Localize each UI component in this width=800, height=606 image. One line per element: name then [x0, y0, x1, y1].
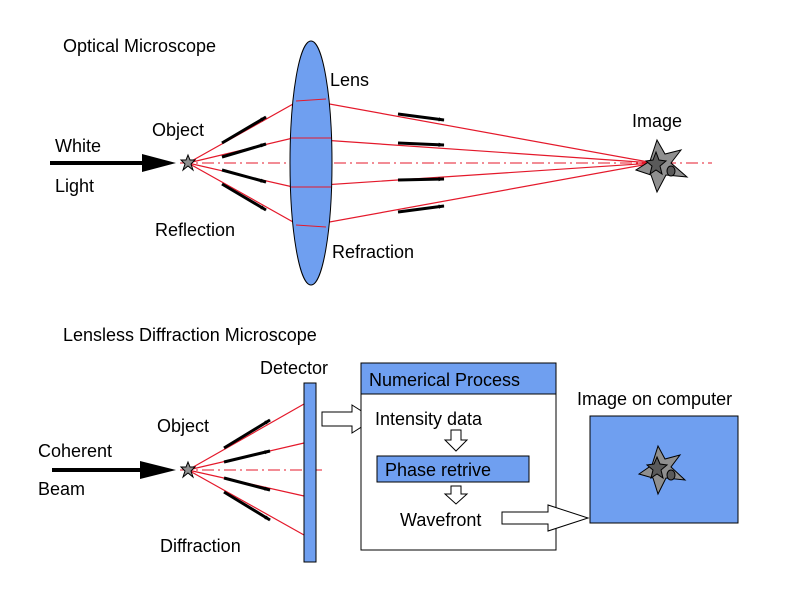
phase-retrieve-box: [376, 455, 530, 483]
object-star-icon: [179, 153, 197, 172]
image-on-computer-label: Image on computer: [577, 389, 732, 409]
object-label: Object: [152, 120, 204, 140]
reflection-label: Reflection: [155, 220, 235, 240]
lens-label: Lens: [330, 70, 369, 90]
reflection-arrow-2: [221, 142, 267, 159]
detector-label: Detector: [260, 358, 328, 378]
intensity-data-label: Intensity data: [375, 409, 483, 429]
computer-screen: [589, 415, 739, 524]
object-star-icon-lensless: [179, 460, 197, 479]
coherent-beam-label-line2: Beam: [38, 479, 85, 499]
image-label: Image: [632, 111, 682, 131]
diffraction-label: Diffraction: [160, 536, 241, 556]
down-arrow-2: [443, 485, 469, 505]
lens-ray-segments: [291, 98, 331, 228]
reflection-arrow-3: [221, 168, 267, 184]
ray-direction-arrows: [221, 112, 445, 214]
coherent-beam-label-line1: Coherent: [38, 441, 112, 461]
phase-retrieve-label: Phase retrive: [385, 460, 491, 480]
diffraction-arrow-4: [223, 490, 271, 522]
numerical-process-title: Numerical Process: [369, 370, 520, 390]
refraction-arrow-4: [397, 204, 445, 214]
detector-plate: [303, 382, 317, 563]
diffraction-arrow-2: [223, 449, 271, 464]
white-light-label-line2: Light: [55, 176, 94, 196]
diffraction-arrow-1: [223, 418, 271, 450]
optical-title: Optical Microscope: [63, 36, 216, 56]
reflection-arrow-1: [221, 115, 267, 145]
reflection-arrow-4: [221, 182, 267, 212]
optical-microscope-section: Optical Microscope White Light Object Re…: [50, 36, 712, 286]
white-light-arrow: [50, 154, 176, 172]
lensless-microscope-section: Lensless Diffraction Microscope Coherent…: [38, 325, 739, 563]
lensless-title: Lensless Diffraction Microscope: [63, 325, 317, 345]
coherent-beam-arrow: [52, 461, 176, 479]
white-light-label-line1: White: [55, 136, 101, 156]
refraction-label: Refraction: [332, 242, 414, 262]
lens: [289, 40, 333, 286]
refraction-arrow-1: [397, 112, 445, 122]
diffraction-direction-arrows: [223, 418, 271, 522]
diffraction-arrow-3: [223, 476, 271, 492]
down-arrow-1: [443, 429, 469, 452]
wavefront-label: Wavefront: [400, 510, 481, 530]
refraction-arrow-2: [397, 141, 445, 147]
object-label-lensless: Object: [157, 416, 209, 436]
reconstructed-star-icon: [637, 444, 687, 496]
wavefront-to-computer-arrow: [501, 504, 590, 532]
image-star-icon: [634, 138, 689, 194]
refraction-arrow-3: [397, 177, 445, 182]
